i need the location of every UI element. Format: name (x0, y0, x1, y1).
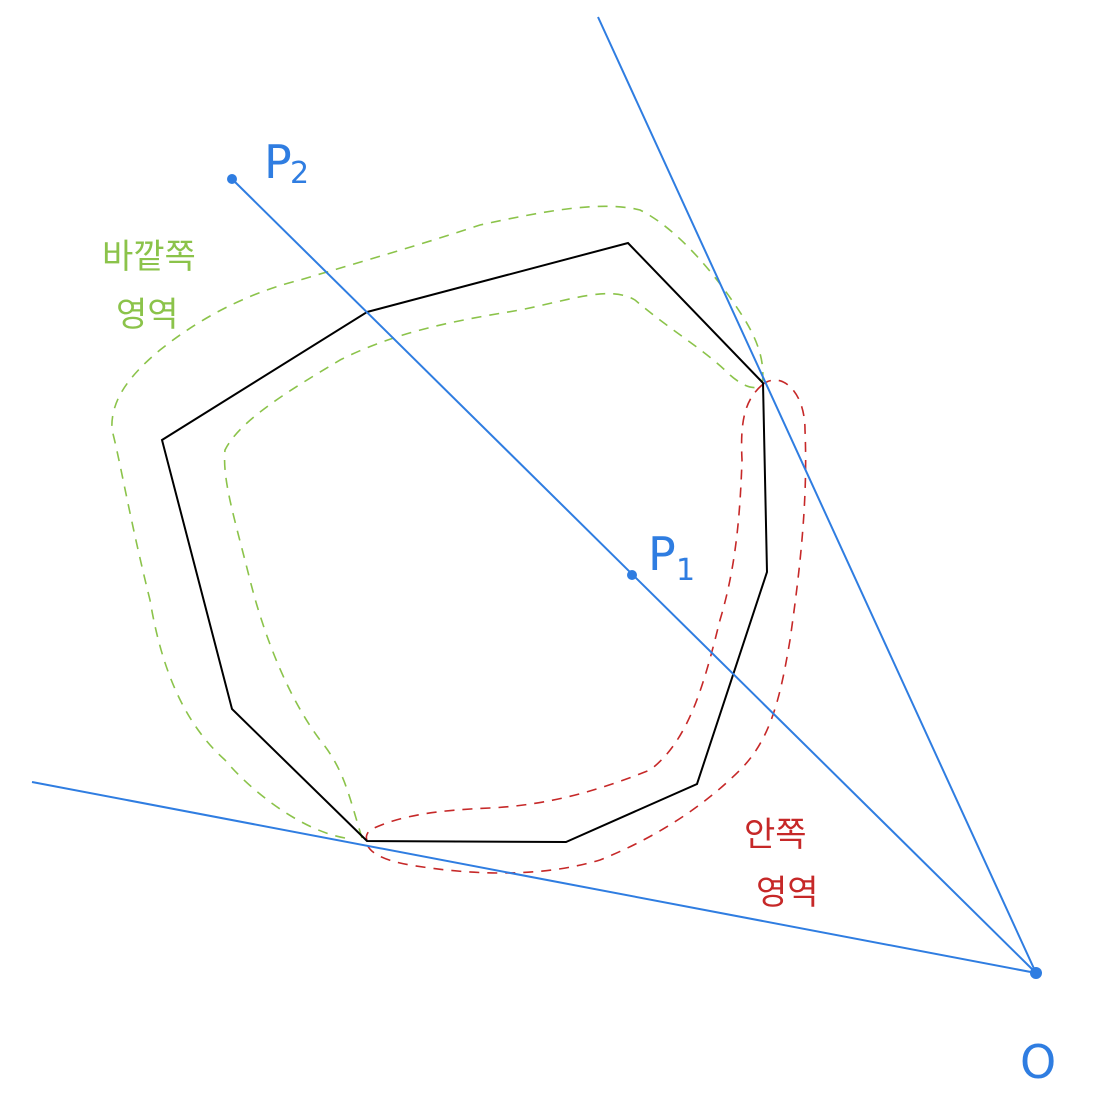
polygon (160, 241, 769, 844)
outer-region-label-line1: 바깥쪽 (102, 237, 196, 277)
outer-region-label-line2: 영역 (116, 295, 179, 335)
label-p2-subscript: 2 (290, 156, 309, 191)
upper-tangent-ray (597, 16, 1037, 974)
label-p2: P (264, 135, 292, 189)
inner-region-label-line2: 영역 (756, 873, 819, 913)
inner-region-outer-boundary (366, 379, 807, 874)
lower-tangent-ray (31, 781, 1037, 974)
point-origin (1030, 967, 1042, 979)
label-p1-subscript: 1 (676, 553, 695, 588)
outer-region-outer-boundary (111, 205, 764, 839)
point-p2 (227, 174, 237, 184)
label-p1: P (648, 527, 676, 581)
inner-region-inner-boundary (365, 384, 763, 841)
label-origin: O (1020, 1035, 1056, 1089)
inner-region-label-line1: 안쪽 (744, 815, 807, 855)
point-p1 (627, 570, 637, 580)
